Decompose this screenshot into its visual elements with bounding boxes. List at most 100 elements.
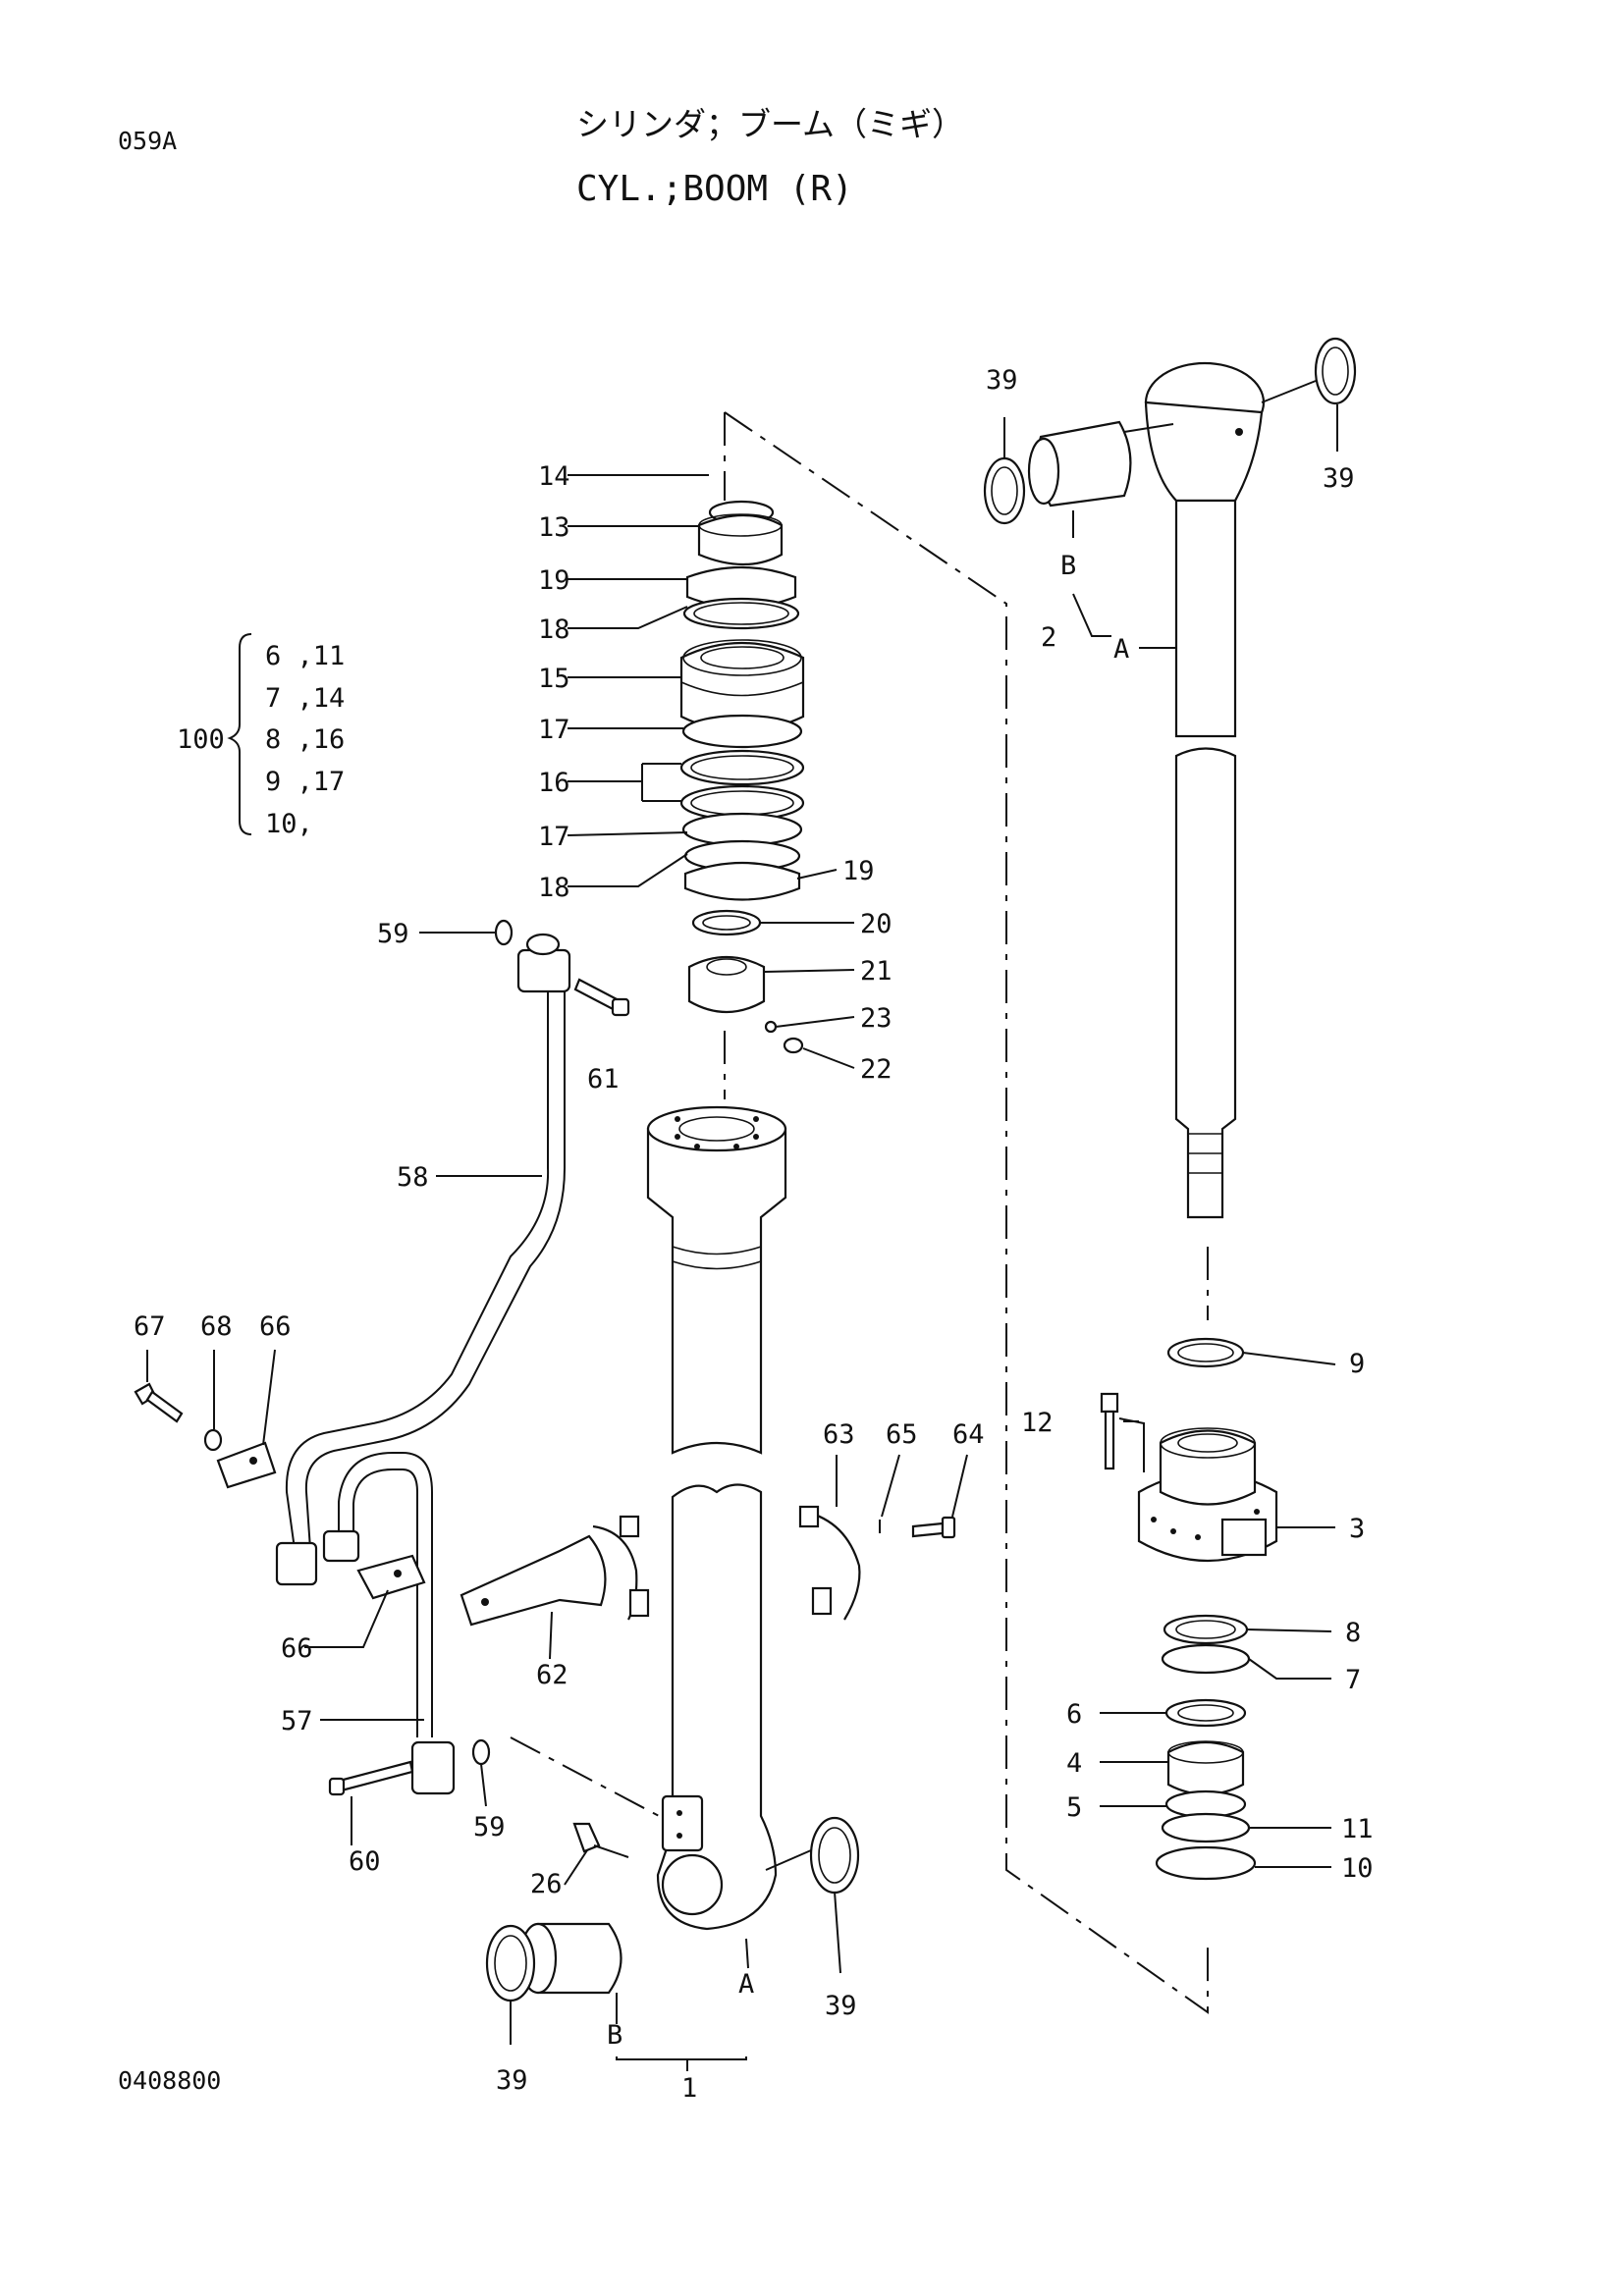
callout: 21: [860, 956, 893, 987]
callout: 23: [860, 1003, 893, 1034]
rod-lower: [1174, 747, 1237, 1219]
piston-rod-part-2: [983, 337, 1357, 1219]
axis-line-fitting: [510, 1736, 678, 1845]
callout: 10: [1341, 1853, 1374, 1884]
part-59-oring: [494, 919, 514, 946]
callout: 2: [1041, 622, 1056, 653]
title-english: CYL.;BOOM (R): [576, 169, 853, 209]
rod-upper: [1174, 499, 1237, 738]
callout: 39: [1323, 463, 1355, 494]
callout: 57: [281, 1706, 313, 1736]
part-10-ring: [1155, 1845, 1257, 1881]
callout: 60: [349, 1846, 381, 1877]
part-62-bracket: [460, 1534, 607, 1627]
callout: 64: [952, 1419, 985, 1450]
callout: 39: [825, 1991, 857, 2021]
part-66-clamp-lower: [356, 1554, 426, 1600]
callout: 19: [842, 856, 875, 886]
callout: 63: [823, 1419, 855, 1450]
piping-assembly: [134, 919, 630, 1858]
callout: 17: [538, 822, 570, 852]
part-18-ring: [682, 597, 800, 630]
title-japanese: シリンダ；ブーム（ミギ）: [576, 105, 964, 143]
part-67-bolt-shank: [145, 1390, 184, 1423]
part-3-port: [1220, 1518, 1268, 1557]
callout: 39: [496, 2065, 528, 2096]
callout: 39: [986, 365, 1018, 396]
callout: 12: [1021, 1408, 1054, 1438]
pipe-nut: [322, 1529, 360, 1563]
callout: 22: [860, 1054, 893, 1085]
callout: B: [607, 2020, 622, 2051]
callout: 3: [1349, 1514, 1365, 1544]
callout: 13: [538, 512, 570, 543]
callout: 59: [377, 919, 409, 949]
seal-39-top-left: [983, 456, 1026, 525]
callout: 59: [473, 1812, 506, 1842]
part-63-band: [804, 1510, 861, 1621]
part-11-ring: [1161, 1812, 1251, 1843]
rod-neck: [1144, 400, 1264, 503]
callout: 20: [860, 909, 893, 939]
kit-brace: [227, 633, 252, 835]
callout: A: [1113, 634, 1129, 665]
drawing-number: 0408800: [118, 2066, 221, 2095]
callout: 16: [538, 768, 570, 798]
part-17-backup-ring: [681, 714, 803, 749]
part-60-bolt: [334, 1760, 414, 1793]
kit-line: 7 ,14: [265, 683, 345, 714]
callout: 66: [281, 1633, 313, 1664]
packing-stack: [679, 500, 805, 1054]
assembly-axes: [510, 411, 1209, 2014]
page-code: 059A: [118, 127, 177, 155]
part-22-set-screw: [783, 1037, 804, 1054]
flange-fitting-bottom: [410, 1740, 456, 1795]
part-59-oring: [471, 1738, 491, 1766]
part-26-grease-fitting: [572, 1822, 601, 1853]
axis-line-rod: [724, 411, 1209, 2014]
part-19-seal: [683, 861, 801, 901]
pipe-57: [338, 1452, 433, 1737]
kit-line: 9 ,17: [265, 767, 345, 797]
kit-label: 100: [177, 724, 225, 755]
callout: 11: [1341, 1814, 1374, 1844]
part-4-ring: [1166, 1740, 1245, 1796]
callout: 58: [397, 1162, 429, 1193]
callout: 18: [538, 614, 570, 645]
callout: 14: [538, 461, 570, 492]
callout: 6: [1066, 1699, 1082, 1730]
callout: 5: [1066, 1792, 1082, 1823]
callout: 1: [681, 2073, 697, 2104]
seal-39-top-right: [1314, 337, 1357, 405]
cylinder-tube-part-1: [616, 1105, 787, 2071]
part-12-bolt-shank: [1104, 1410, 1115, 1470]
kit-line: 10,: [265, 809, 313, 839]
pipe-nut: [275, 1541, 318, 1586]
callout: 67: [134, 1311, 166, 1342]
callout: 15: [538, 664, 570, 694]
part-16-ring: [679, 749, 805, 786]
kit-line: 6 ,11: [265, 641, 345, 671]
kit-line: 8 ,16: [265, 724, 345, 755]
pipe-58: [285, 987, 550, 1550]
flange-fitting-top: [516, 948, 571, 993]
callout: 17: [538, 715, 570, 745]
part-12-bolt-head: [1100, 1392, 1119, 1414]
part-23-ball: [764, 1020, 778, 1034]
callout: 26: [530, 1869, 563, 1899]
callout: A: [738, 1969, 754, 2000]
callout: 7: [1345, 1665, 1361, 1695]
callout-labels: 14 13 19 18 15 17 16 17 18 19 20 21 23 2…: [134, 365, 1374, 2104]
callout: B: [1060, 551, 1076, 581]
part-66-clamp-upper: [216, 1441, 277, 1489]
callout: 4: [1066, 1748, 1082, 1779]
callout: 19: [538, 565, 570, 596]
callout: 65: [886, 1419, 918, 1450]
callout: 18: [538, 873, 570, 903]
bottom-pin-parts: [485, 1816, 860, 2002]
part-64-bolt: [911, 1522, 945, 1538]
kit-100-group: 100 6 ,11 7 ,14 8 ,16 9 ,17 10,: [177, 633, 345, 839]
part-68-washer: [203, 1428, 223, 1452]
callout: 61: [587, 1064, 620, 1095]
